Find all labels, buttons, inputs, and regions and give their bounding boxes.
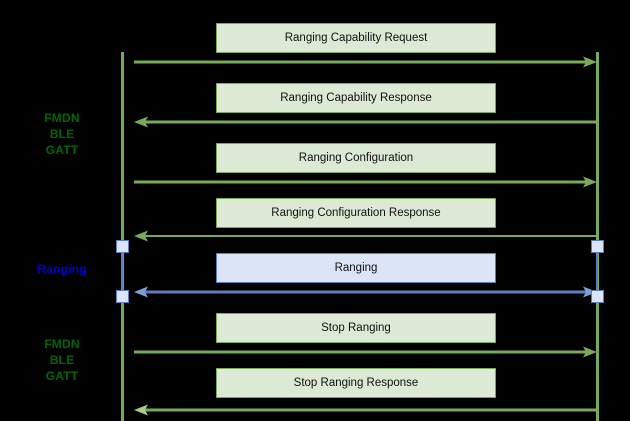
message-box-stop-ranging-response: Stop Ranging Response bbox=[216, 368, 496, 398]
right-lifeline bbox=[596, 52, 599, 421]
arrow-ranging-capability-response bbox=[134, 115, 597, 129]
left-activation-start-box bbox=[116, 240, 129, 253]
side-label-fmdn-ble-gatt-top: FMDN BLE GATT bbox=[44, 111, 80, 157]
left-activation-bar bbox=[121, 245, 123, 297]
message-box-ranging-configuration-response: Ranging Configuration Response bbox=[216, 198, 496, 228]
message-box-ranging-capability-request: Ranging Capability Request bbox=[216, 23, 496, 53]
side-label-ranging-phase: Ranging bbox=[37, 262, 87, 276]
message-box-ranging-configuration: Ranging Configuration bbox=[216, 143, 496, 173]
right-activation-start-box bbox=[591, 240, 604, 253]
message-box-stop-ranging: Stop Ranging bbox=[216, 313, 496, 343]
message-box-ranging-capability-response: Ranging Capability Response bbox=[216, 83, 496, 113]
arrow-stop-ranging-response bbox=[134, 403, 597, 417]
message-box-ranging: Ranging bbox=[216, 253, 496, 283]
arrow-ranging-configuration-response bbox=[134, 229, 597, 243]
side-label-fmdn-ble-gatt-bottom: FMDN BLE GATT bbox=[44, 337, 80, 383]
left-activation-end-box bbox=[116, 290, 129, 303]
arrow-stop-ranging bbox=[134, 345, 597, 359]
arrow-ranging bbox=[134, 285, 597, 299]
right-activation-end-box bbox=[591, 290, 604, 303]
arrow-ranging-configuration bbox=[134, 175, 597, 189]
left-lifeline bbox=[121, 52, 124, 421]
right-activation-bar bbox=[596, 245, 598, 297]
arrow-ranging-capability-request bbox=[134, 55, 597, 69]
